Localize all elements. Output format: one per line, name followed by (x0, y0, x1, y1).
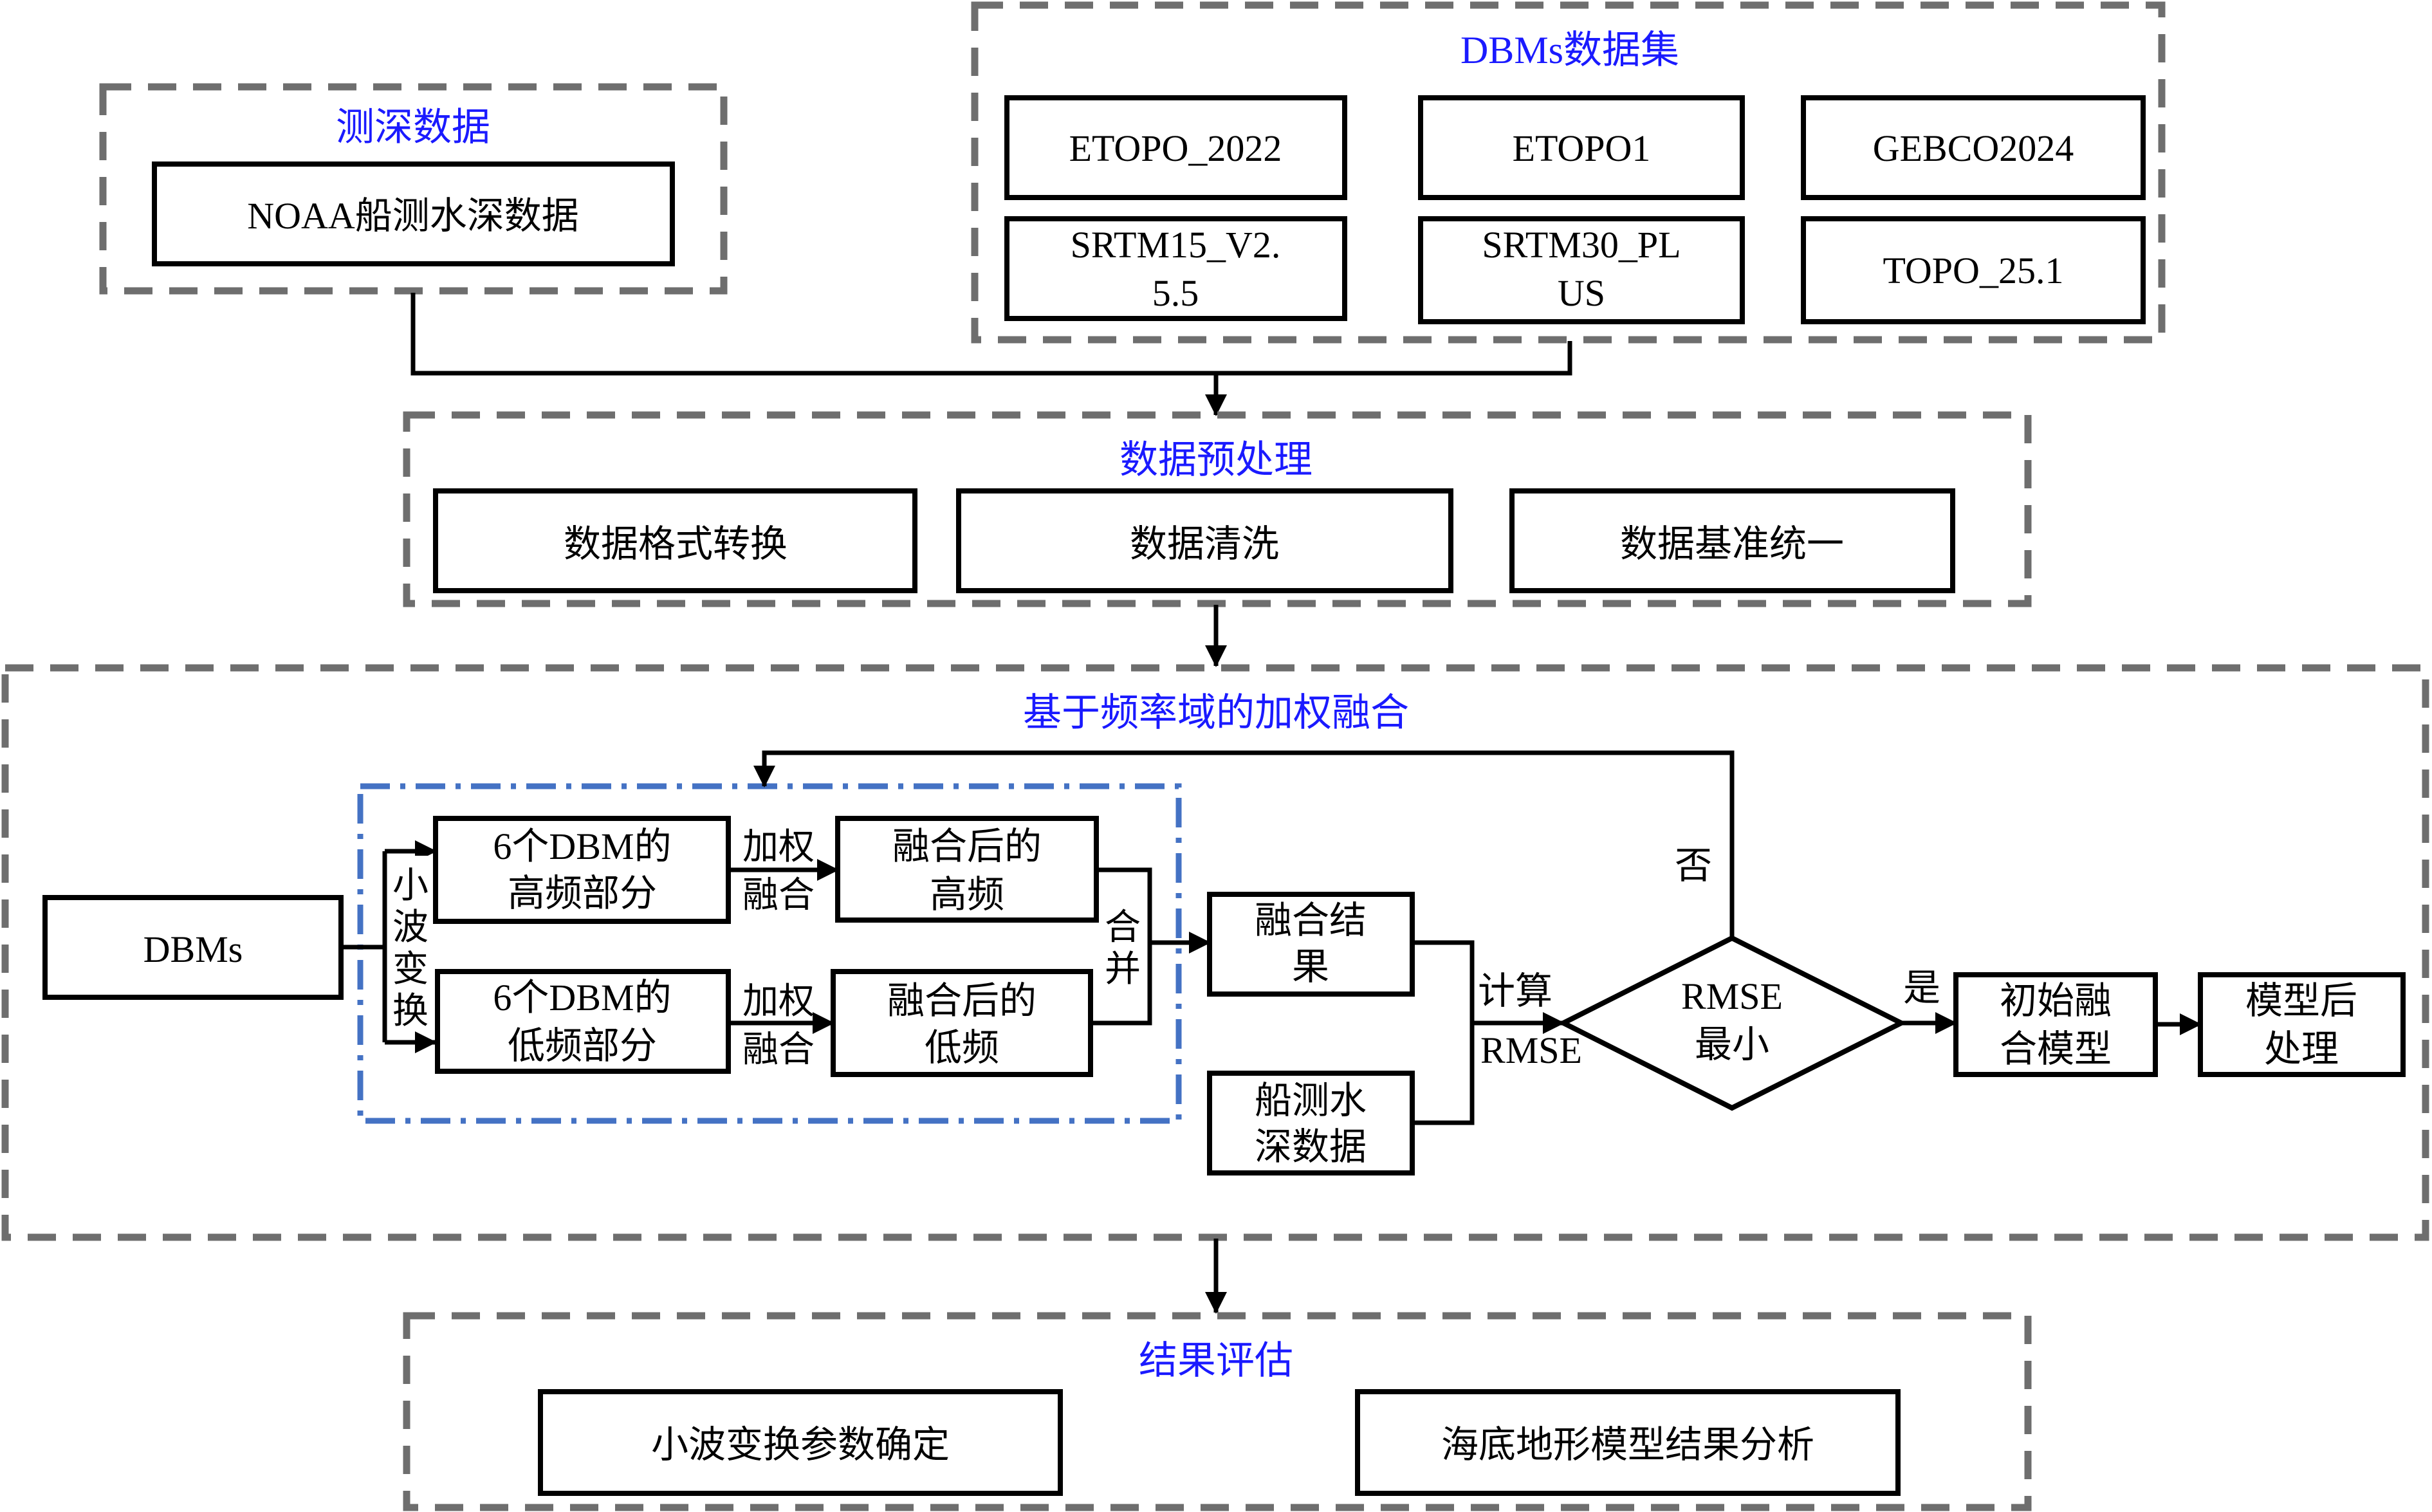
dbm-set-title: DBMs数据集 (1460, 29, 1679, 71)
result-connector (1412, 940, 1475, 1125)
no-label: 否 (1675, 845, 1712, 887)
svg-text:6个DBM的: 6个DBM的 (493, 977, 671, 1019)
initial-fusion-model-box (1953, 972, 2158, 1077)
svg-text:SRTM15_V2.: SRTM15_V2. (1071, 224, 1281, 266)
svg-text:船测水: 船测水 (1255, 1080, 1367, 1121)
svg-text:6个DBM的: 6个DBM的 (493, 825, 671, 867)
dbm-item-topo251: TOPO_25.1 (1801, 216, 2146, 324)
preprocess-title: 数据预处理 (1119, 439, 1313, 481)
svg-text:ETOPO1: ETOPO1 (1513, 127, 1651, 169)
fused-low-box (831, 969, 1093, 1077)
merge-bracket (1091, 867, 1152, 1026)
svg-text:并: 并 (1105, 950, 1141, 990)
terrain-analysis-label: 海底地形模型结果分析 (1441, 1424, 1814, 1466)
fused-high-box (835, 816, 1099, 923)
datum-unification-label: 数据基准统一 (1620, 523, 1844, 565)
ship-sounding-box (1207, 1071, 1415, 1175)
high-weighted-label: 加权 (742, 827, 815, 867)
terrain-analysis-box (1355, 1389, 1901, 1496)
svg-text:低频部分: 低频部分 (508, 1025, 657, 1067)
dbms-input-box (42, 895, 344, 1000)
svg-text:融合后的: 融合后的 (892, 825, 1042, 867)
yes-label: 是 (1903, 967, 1940, 1009)
svg-text:小: 小 (392, 866, 428, 906)
dbm-item-srtm30plus: SRTM30_PL US (1418, 216, 1745, 324)
format-conversion-label: 数据格式转换 (564, 523, 788, 565)
svg-text:融合结: 融合结 (1255, 899, 1367, 941)
wavelet-transform-label: 小 波 变 换 (391, 856, 430, 1031)
svg-text:融合后的: 融合后的 (887, 980, 1036, 1022)
fusion-frame (1, 664, 2429, 1241)
calc-rmse-label: 计算 (1478, 970, 1552, 1012)
merge-label: 合 并 (1101, 901, 1147, 997)
preprocess-frame (403, 411, 2032, 607)
svg-text:融合: 融合 (742, 876, 815, 916)
data-cleaning-label: 数据清洗 (1130, 523, 1279, 565)
svg-text:ETOPO_2022: ETOPO_2022 (1069, 127, 1282, 169)
svg-text:最小: 最小 (1695, 1024, 1769, 1065)
svg-text:RMSE: RMSE (1480, 1029, 1582, 1071)
svg-text:换: 换 (392, 991, 428, 1031)
svg-text:模型后: 模型后 (2245, 980, 2357, 1022)
fusion-result-box (1207, 892, 1415, 997)
data-cleaning-box (956, 488, 1453, 593)
svg-text:GEBCO2024: GEBCO2024 (1873, 127, 2074, 169)
dbm-item-gebco2024: GEBCO2024 (1801, 95, 2146, 200)
noaa-sounding-label: NOAA船测水深数据 (247, 195, 579, 237)
dbm-set-frame (971, 1, 2166, 344)
svg-text:高频部分: 高频部分 (508, 872, 657, 914)
svg-text:处理: 处理 (2264, 1028, 2339, 1070)
format-conversion-box (433, 488, 917, 593)
datum-unification-box (1509, 488, 1955, 593)
evaluation-frame (403, 1312, 2032, 1511)
svg-text:融合: 融合 (742, 1030, 815, 1070)
wavelet-param-label: 小波变换参数确定 (651, 1424, 950, 1466)
sounding-to-preprocess-connector (410, 293, 1572, 376)
high-freq-part-box (433, 816, 731, 924)
svg-text:果: 果 (1292, 946, 1329, 988)
low-freq-part-box (435, 969, 731, 1074)
model-postprocess-box (2198, 972, 2406, 1077)
svg-text:5.5: 5.5 (1152, 272, 1199, 314)
svg-text:RMSE: RMSE (1681, 975, 1783, 1017)
wavelet-param-box (538, 1389, 1063, 1496)
no-feedback-loop (753, 750, 1735, 938)
evaluation-title: 结果评估 (1139, 1340, 1293, 1382)
svg-text:合: 合 (1105, 908, 1141, 948)
svg-text:合模型: 合模型 (2000, 1028, 2112, 1070)
svg-text:深数据: 深数据 (1255, 1126, 1367, 1168)
svg-text:低频: 低频 (925, 1027, 999, 1069)
dbms-input-label: DBMs (143, 928, 243, 970)
noaa-sounding-box (152, 161, 675, 266)
svg-text:TOPO_25.1: TOPO_25.1 (1883, 250, 2064, 291)
dbm-item-etopo2022: ETOPO_2022 (1004, 95, 1347, 200)
svg-text:US: US (1558, 272, 1605, 314)
sounding-group-title: 测深数据 (336, 106, 490, 149)
sounding-group-frame (99, 83, 728, 295)
low-weighted-label: 加权 (742, 982, 815, 1022)
svg-text:高频: 高频 (930, 874, 1004, 916)
svg-text:波: 波 (392, 908, 428, 948)
svg-text:变: 变 (392, 950, 428, 990)
dbm-item-etopo1: ETOPO1 (1418, 95, 1745, 200)
fusion-title: 基于频率域的加权融合 (1023, 692, 1409, 734)
dbm-item-srtm15: SRTM15_V2. 5.5 (1004, 216, 1347, 321)
svg-text:初始融: 初始融 (2000, 980, 2112, 1022)
svg-text:SRTM30_PL: SRTM30_PL (1482, 224, 1681, 266)
rmse-min-decision (1558, 935, 1907, 1111)
